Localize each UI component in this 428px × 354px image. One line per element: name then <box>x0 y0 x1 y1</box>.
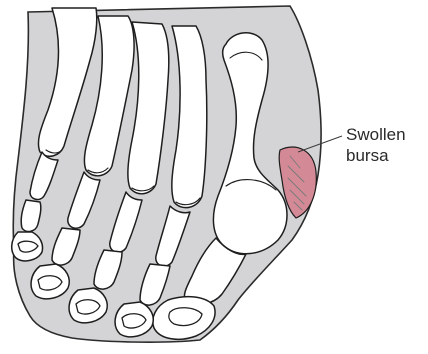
bursa-label-line-1: Swollen <box>346 125 406 144</box>
bursa-label-line-2: bursa <box>346 146 389 165</box>
